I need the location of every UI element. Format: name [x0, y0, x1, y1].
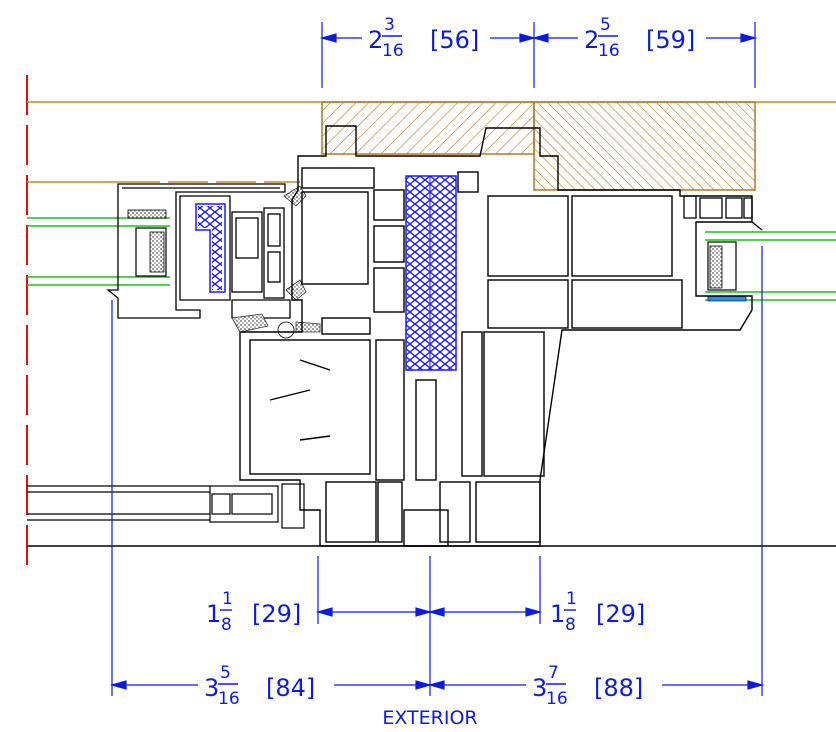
svg-text:[29]: [29] [252, 600, 301, 628]
reinforcement [405, 175, 457, 371]
svg-text:1: 1 [566, 589, 577, 609]
svg-text:[29]: [29] [596, 600, 645, 628]
dimension-arrow-icon [415, 607, 433, 617]
svg-text:8: 8 [221, 615, 232, 635]
dimension-top-right: 2 5 16 [59] [584, 15, 695, 61]
dimension-arrow-icon [427, 607, 445, 617]
svg-text:16: 16 [546, 689, 568, 709]
sash-profile-right [683, 195, 763, 231]
dimension-arrow-icon [747, 680, 765, 690]
svg-text:[84]: [84] [266, 674, 315, 702]
svg-text:16: 16 [598, 41, 620, 61]
svg-text:16: 16 [218, 689, 240, 709]
glass-spacers [127, 209, 747, 302]
dimension-arrow-icon [319, 33, 337, 43]
svg-text:[59]: [59] [646, 26, 695, 54]
exterior-label: EXTERIOR [382, 707, 477, 729]
dimension-arrow-icon [315, 607, 333, 617]
svg-text:16: 16 [382, 41, 404, 61]
svg-text:2: 2 [368, 26, 383, 54]
frame-profile [239, 125, 753, 547]
svg-text:3: 3 [532, 674, 547, 702]
svg-text:8: 8 [565, 615, 576, 635]
svg-text:5: 5 [600, 15, 611, 35]
svg-text:3: 3 [384, 15, 395, 35]
dimension-mid-left: 1 1 8 [29] [206, 589, 301, 635]
dimension-bottom-right: 3 7 16 [88] [532, 663, 643, 709]
dimension-top-left: 2 3 16 [56] [368, 15, 479, 61]
lower-sash-rail [27, 483, 305, 529]
svg-text:1: 1 [222, 589, 233, 609]
dimension-lines [109, 33, 765, 690]
svg-text:5: 5 [220, 663, 231, 683]
svg-text:3: 3 [204, 674, 219, 702]
dimension-arrow-icon [531, 33, 549, 43]
dimension-mid-right: 1 1 8 [29] [550, 589, 645, 635]
dimension-arrow-icon [525, 607, 543, 617]
dimension-bottom-left: 3 5 16 [84] [204, 663, 315, 709]
dimension-arrow-icon [740, 33, 758, 43]
dimension-arrow-icon [519, 33, 537, 43]
gaskets [231, 185, 321, 339]
extension-lines [111, 22, 763, 696]
glass-panes [27, 217, 836, 301]
dimension-arrow-icon [109, 680, 127, 690]
svg-text:2: 2 [584, 26, 599, 54]
svg-text:1: 1 [550, 600, 565, 628]
sash-profile-left [106, 183, 291, 319]
svg-text:[56]: [56] [430, 26, 479, 54]
svg-text:1: 1 [206, 600, 221, 628]
svg-text:[88]: [88] [594, 674, 643, 702]
dimension-arrow-icon [415, 680, 433, 690]
svg-text:7: 7 [548, 663, 559, 683]
dimension-arrow-icon [427, 680, 445, 690]
wood-blocks [321, 101, 756, 191]
